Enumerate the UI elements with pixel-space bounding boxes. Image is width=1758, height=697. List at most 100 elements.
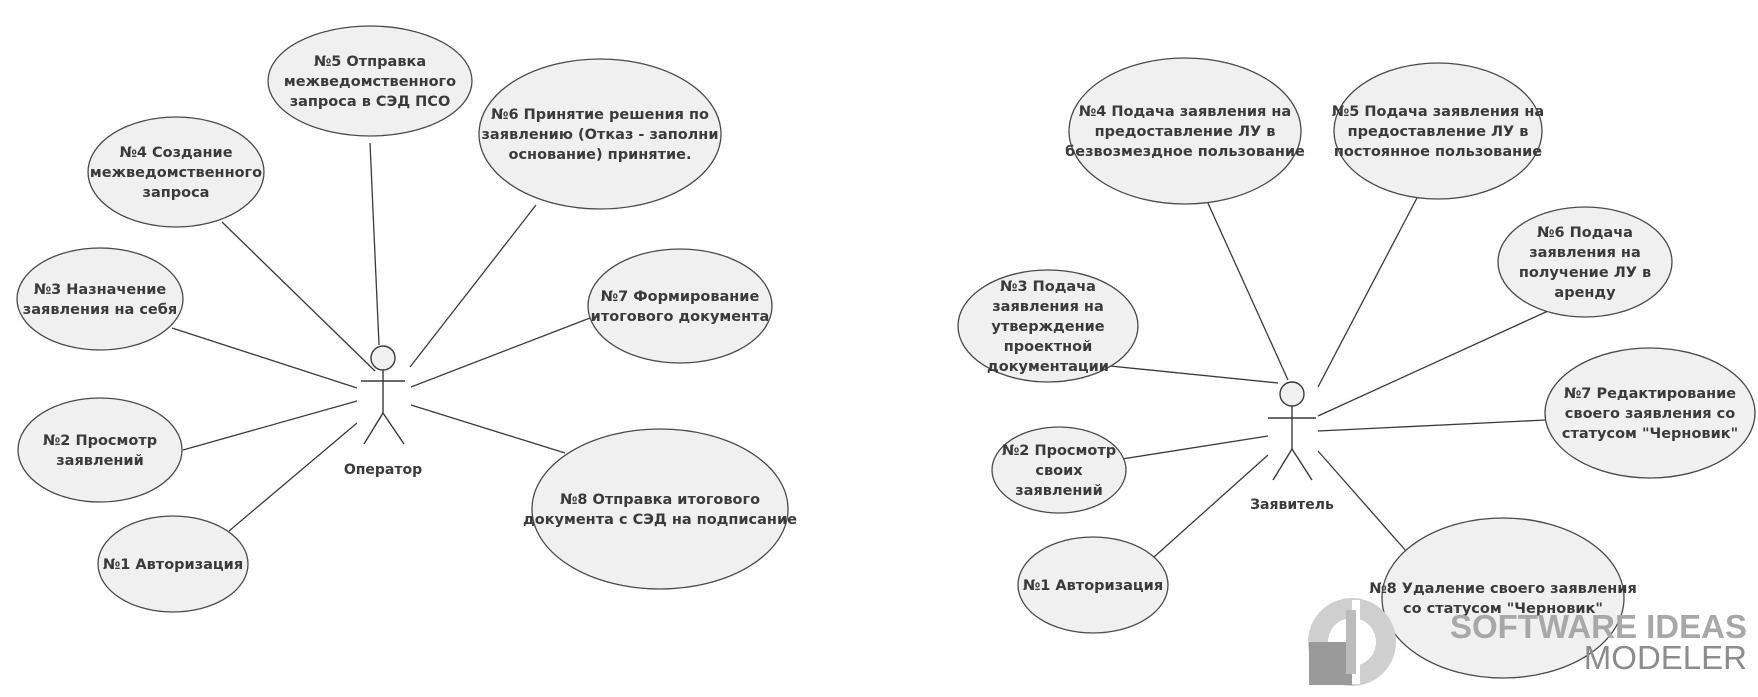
association-line: [182, 400, 358, 451]
use-case-label-line: со статусом "Черновик": [1403, 601, 1603, 617]
use-case-ellipse: [531, 428, 789, 590]
use-case-label-line: межведомственного: [284, 74, 456, 90]
use-case-label-line: №5 Отправка: [314, 54, 426, 70]
use-case-label-line: запроса: [143, 185, 210, 201]
use-case-label-line: своих: [1035, 463, 1083, 479]
association-line: [1109, 365, 1279, 384]
use-case-ellipse: [1333, 62, 1543, 200]
association-line: [228, 422, 358, 532]
use-case-ellipse: [87, 116, 265, 228]
use-case-label-line: №8 Отправка итогового: [560, 492, 760, 508]
use-case-ap-uc3[interactable]: №3 Подача заявления на утверждение проектно…: [957, 269, 1139, 383]
association-line: [1317, 419, 1547, 432]
use-case-label-line: статусом "Черновик": [1562, 426, 1738, 442]
use-case-label-line: документа с СЭД на подписание: [523, 512, 797, 528]
use-case-label-line: предоставление ЛУ в: [1095, 124, 1276, 140]
association-line: [1206, 200, 1289, 381]
actor-operator[interactable]: Оператор: [344, 345, 422, 478]
use-case-label-line: заявления на себя: [23, 302, 177, 318]
use-case-ap-uc8[interactable]: №8 Удаление своего заявления со статусом …: [1369, 517, 1637, 679]
use-case-ap-uc5[interactable]: №5 Подача заявления на предоставление ЛУ …: [1332, 62, 1544, 200]
use-case-label-line: заявления на: [992, 299, 1104, 315]
actor-head: [1279, 381, 1305, 407]
use-case-op-uc1[interactable]: №1 Авторизация: [97, 515, 249, 613]
use-case-label-line: итогового документа: [591, 309, 770, 325]
use-case-label-line: получение ЛУ в: [1519, 265, 1651, 281]
association-line: [221, 221, 376, 372]
use-case-label-line: №4 Создание: [119, 145, 232, 161]
association-line: [1317, 310, 1549, 417]
use-case-ellipse: [991, 426, 1127, 514]
use-case-ellipse: [1017, 536, 1169, 634]
use-case-label-line: документации: [987, 359, 1109, 375]
actor-left-leg: [1272, 448, 1293, 481]
use-case-ellipse: [957, 269, 1139, 383]
use-case-ellipse: [17, 397, 183, 503]
use-case-label-line: №2 Просмотр: [43, 433, 157, 449]
use-case-op-uc7[interactable]: №7 Формирование итогового документа: [587, 248, 773, 364]
association-line: [1317, 195, 1419, 388]
use-case-ap-uc4[interactable]: №4 Подача заявления на предоставление ЛУ …: [1065, 57, 1305, 205]
association-line: [1317, 450, 1415, 561]
use-case-label-line: №8 Удаление своего заявления: [1369, 581, 1637, 597]
use-case-label-line: безвозмездное пользование: [1065, 144, 1305, 160]
use-case-op-uc5[interactable]: №5 Отправка межведомственного запроса в СЭ…: [267, 25, 473, 137]
actor-left-leg: [363, 412, 384, 445]
use-case-label-line: №6 Подача: [1537, 225, 1633, 241]
use-case-ellipse: [1497, 206, 1673, 318]
actor-head: [370, 345, 396, 371]
actor-applicant[interactable]: Заявитель: [1250, 381, 1334, 513]
use-case-label-line: заявления на: [1529, 245, 1641, 261]
use-case-label-line: основание) принятие.: [509, 147, 692, 163]
use-case-op-uc4[interactable]: №4 Создание межведомственного запроса: [87, 116, 265, 228]
use-case-ellipse: [1544, 347, 1756, 479]
use-case-ellipse: [587, 248, 773, 364]
use-case-label-line: межведомственного: [90, 165, 262, 181]
use-case-label-line: запроса в СЭД ПСО: [290, 94, 451, 110]
use-case-op-uc2[interactable]: №2 Просмотр заявлений: [17, 397, 183, 503]
use-case-label-line: предоставление ЛУ в: [1348, 124, 1529, 140]
use-case-label-line: №4 Подача заявления на: [1079, 104, 1291, 120]
use-case-ellipse: [97, 515, 249, 613]
watermark-line2: MODELER: [1584, 639, 1747, 676]
use-case-label-line: своего заявления со: [1565, 406, 1735, 422]
use-case-label-line: постоянное пользование: [1334, 144, 1542, 160]
use-case-ellipse: [16, 247, 184, 351]
use-case-ellipse: [1381, 517, 1625, 679]
association-line: [410, 317, 591, 388]
actor-right-leg: [382, 412, 405, 445]
use-case-label-line: №1 Авторизация: [103, 557, 243, 573]
actor-label-operator: Оператор: [344, 462, 422, 478]
use-case-label-line: проектной: [1004, 339, 1093, 355]
use-case-label-line: №2 Просмотр: [1002, 443, 1116, 459]
use-case-label-line: заявлений: [56, 453, 144, 469]
associations: [171, 142, 1549, 561]
association-line: [171, 327, 358, 389]
use-case-ellipse: [267, 25, 473, 137]
use-case-label-line: заявлению (Отказ - заполни: [482, 127, 719, 143]
watermark-line1: SOFTWARE IDEAS: [1450, 608, 1747, 645]
use-case-label-line: №7 Формирование: [601, 289, 760, 305]
use-case-op-uc3[interactable]: №3 Назначение заявления на себя: [16, 247, 184, 351]
use-case-label-line: №5 Подача заявления на: [1332, 104, 1544, 120]
use-case-label-line: №3 Подача: [1000, 279, 1096, 295]
use-case-label-line: №3 Назначение: [34, 282, 167, 298]
use-case-label-line: утверждение: [991, 319, 1104, 335]
software-ideas-modeler-logo: SOFTWARE IDEAS MODELER: [1308, 598, 1747, 686]
use-case-label-line: №1 Авторизация: [1023, 578, 1163, 594]
use-case-label-line: №7 Редактирование: [1564, 386, 1736, 402]
use-case-ap-uc2[interactable]: №2 Просмотр своих заявлений: [991, 426, 1127, 514]
use-case-label-line: заявлений: [1015, 483, 1103, 499]
association-line: [369, 142, 380, 346]
association-line: [409, 204, 537, 368]
use-case-ap-uc1[interactable]: №1 Авторизация: [1017, 536, 1169, 634]
association-line: [1153, 454, 1269, 558]
association-line: [410, 404, 566, 454]
actor-label-applicant: Заявитель: [1250, 497, 1334, 513]
use-case-op-uc8[interactable]: №8 Отправка итогового документа с СЭД на …: [523, 428, 797, 590]
association-line: [1121, 435, 1269, 460]
use-case-ap-uc7[interactable]: №7 Редактирование своего заявления со стат…: [1544, 347, 1756, 479]
